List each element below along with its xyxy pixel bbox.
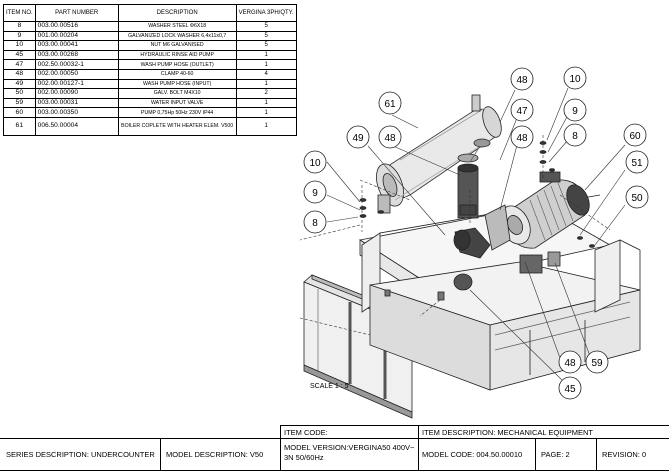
callout-8-left: 8 bbox=[312, 218, 318, 229]
header-part-number: PART NUMBER bbox=[34, 4, 119, 22]
item-code-label: ITEM CODE: bbox=[284, 428, 328, 437]
revision: REVISION: 0 bbox=[602, 450, 647, 459]
base-frame bbox=[358, 194, 641, 391]
header-description: DESCRIPTION bbox=[117, 4, 237, 22]
callout-48-top: 48 bbox=[516, 75, 528, 86]
callout-48-bottom: 48 bbox=[564, 358, 576, 369]
callout-50: 50 bbox=[631, 193, 643, 204]
callout-60: 60 bbox=[629, 131, 641, 142]
description-cell: BOILER COPLETE WITH HEATER ELEM. V500 bbox=[117, 116, 237, 136]
parts-table-header: ITEM NO. PART NUMBER DESCRIPTION VERGINA… bbox=[3, 4, 297, 22]
scale-label: SCALE 1 : 5 bbox=[310, 383, 349, 390]
callout-59: 59 bbox=[591, 358, 603, 369]
qty-cell: 1 bbox=[235, 116, 297, 136]
boiler-cylinder bbox=[376, 94, 502, 214]
model-version-line1: MODEL VERSION:VERGINA50 400V~ bbox=[284, 443, 415, 452]
callout-8-right: 8 bbox=[572, 131, 578, 142]
parts-table: ITEM NO. PART NUMBER DESCRIPTION VERGINA… bbox=[3, 4, 297, 136]
model-code: MODEL CODE: 004.50.00010 bbox=[422, 450, 523, 459]
header-qty: VERGINA 3PH/QTY. bbox=[235, 4, 297, 22]
callout-9-left: 9 bbox=[312, 188, 318, 199]
pump-motor bbox=[484, 171, 590, 251]
header-item-no: ITEM NO. bbox=[3, 4, 36, 22]
callout-9-right: 9 bbox=[572, 106, 578, 117]
callout-48-middle: 48 bbox=[516, 133, 528, 144]
series-description: SERIES DESCRIPTION: UNDERCOUNTER bbox=[6, 450, 155, 459]
page-number: PAGE: 2 bbox=[541, 450, 570, 459]
callout-10-right: 10 bbox=[569, 74, 581, 85]
callout-47: 47 bbox=[516, 106, 528, 117]
callout-49: 49 bbox=[352, 133, 364, 144]
model-description: MODEL DESCRIPTION: V50 bbox=[166, 450, 264, 459]
callout-45: 45 bbox=[564, 384, 576, 395]
callout-51: 51 bbox=[631, 158, 643, 169]
callout-61: 61 bbox=[384, 99, 396, 110]
part-number-cell: 006.50.00004 bbox=[34, 116, 119, 136]
item-no-cell: 61 bbox=[3, 116, 36, 136]
callout-10-left: 10 bbox=[309, 158, 321, 169]
model-version-line2: 3N 50/60Hz bbox=[284, 453, 324, 462]
callout-48-left: 48 bbox=[384, 133, 396, 144]
item-description: ITEM DESCRIPTION: MECHANICAL EQUIPMENT bbox=[422, 428, 593, 437]
small-components bbox=[384, 251, 561, 301]
pump-hoses bbox=[453, 138, 491, 259]
